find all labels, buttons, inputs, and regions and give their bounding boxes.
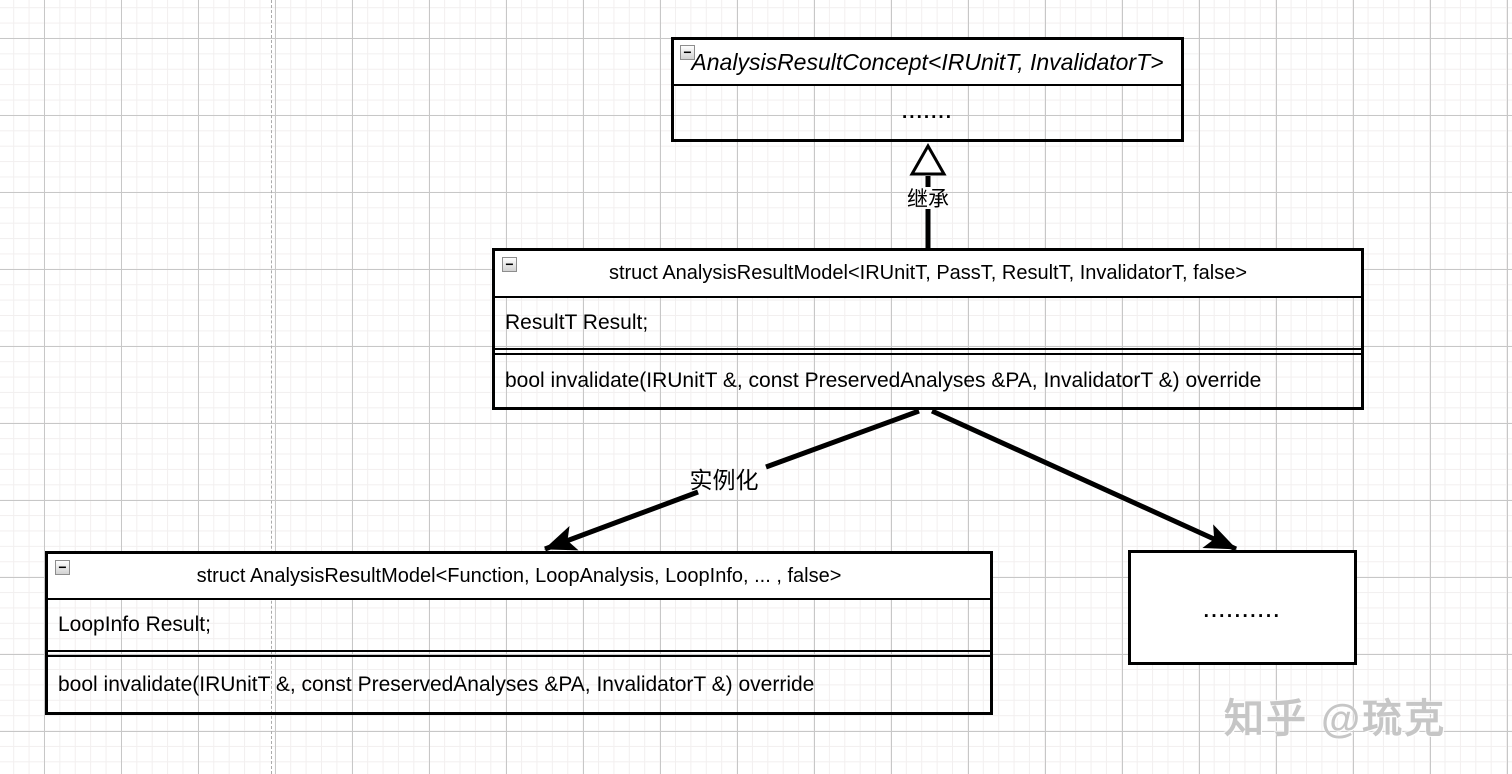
instantiation-label: 实例化 — [689, 467, 759, 493]
page-boundary-line — [271, 0, 272, 774]
minus-glyph: − — [505, 255, 514, 272]
class-title: struct AnalysisResultModel<Function, Loo… — [196, 564, 842, 587]
class-method: bool invalidate(IRUnitT &, const Preserv… — [495, 353, 1361, 407]
class-title: struct AnalysisResultModel<IRUnitT, Pass… — [608, 262, 1248, 284]
class-title: AnalysisResultConcept<IRUnitT, Invalidat… — [691, 48, 1164, 75]
class-attribute: LoopInfo Result; — [48, 600, 990, 652]
class-box-analysis-result-concept: − AnalysisResultConcept<IRUnitT, Invalid… — [671, 37, 1184, 142]
inheritance-label: 继承 — [907, 188, 949, 211]
instantiation-edge-right — [930, 408, 1238, 552]
zhihu-watermark: 知乎 @琉克 — [1224, 697, 1447, 741]
inheritance-triangle-arrowhead — [909, 142, 947, 176]
minus-glyph: − — [683, 43, 692, 60]
class-box-analysis-result-model-generic: − struct AnalysisResultModel<IRUnitT, Pa… — [492, 248, 1364, 410]
class-body-ellipsis: ....... — [902, 101, 953, 123]
class-method: bool invalidate(IRUnitT &, const Preserv… — [48, 655, 990, 712]
class-box-analysis-result-model-instance: − struct AnalysisResultModel<Function, L… — [45, 551, 993, 715]
minus-glyph: − — [58, 558, 67, 575]
instantiation-edge-left-arrowhead — [544, 489, 699, 552]
class-title-bar: − struct AnalysisResultModel<IRUnitT, Pa… — [495, 251, 1361, 298]
class-title-bar: − struct AnalysisResultModel<Function, L… — [48, 554, 990, 600]
box-ellipsis: .......... — [1128, 550, 1357, 665]
class-title-bar: − AnalysisResultConcept<IRUnitT, Invalid… — [674, 40, 1181, 86]
collapse-icon[interactable]: − — [680, 45, 695, 60]
collapse-icon[interactable]: − — [55, 560, 70, 575]
instantiation-edge-left-line — [765, 408, 920, 470]
collapse-icon[interactable]: − — [502, 257, 517, 272]
class-attribute: ResultT Result; — [495, 298, 1361, 350]
